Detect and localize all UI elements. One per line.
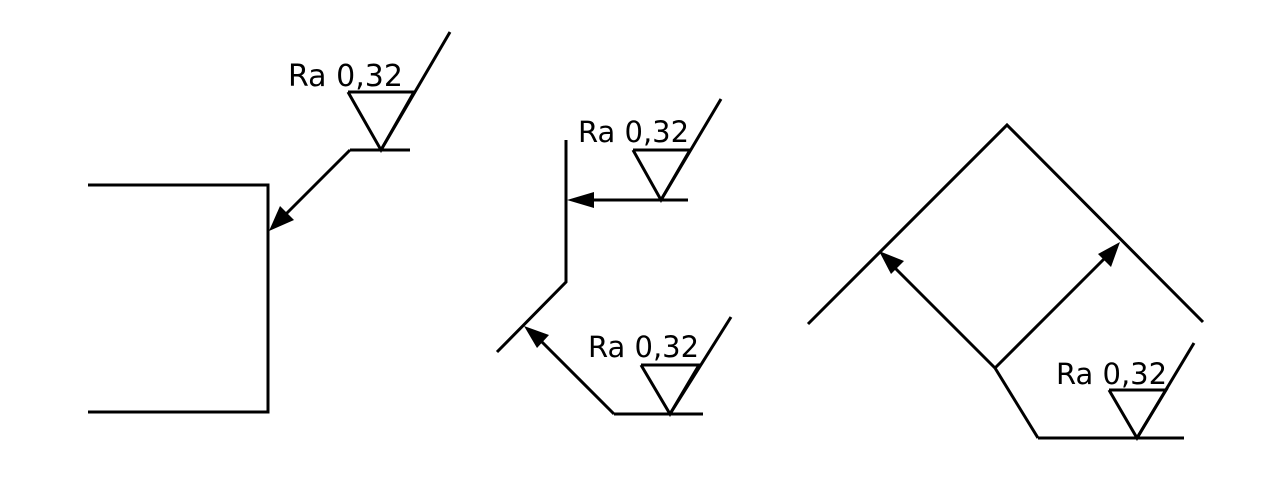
roughness-parameter: Ra [1056,357,1093,391]
leader-arrowhead-right [1098,242,1120,267]
leader-arrowhead [567,192,594,208]
figure-3: Ra 0,32 [806,122,1205,441]
roughness-parameter: Ra [588,330,625,364]
figure-1: Ra 0,32 [88,31,452,414]
leader-arrowhead-left [879,251,904,274]
leader-branch-left [891,264,997,370]
roughness-symbol-tail [379,31,452,151]
roughness-value: 0,32 [1103,357,1168,391]
roughness-label: Ra 0,32 [288,59,403,94]
part-outline [495,140,568,354]
roughness-symbol-tail [659,98,723,201]
roughness-value: 0,32 [336,59,403,94]
roughness-label: Ra 0,32 [578,115,689,149]
leader-arrowhead [269,206,294,231]
leader-arrowhead [524,326,549,348]
roughness-triangle-symbol [639,363,702,417]
roughness-parameter: Ra [578,115,615,149]
leader-line [283,148,352,217]
roughness-symbol-3: Ra 0,32 [879,242,1196,441]
roughness-triangle-symbol [631,148,693,204]
roughness-symbol-2b: Ra 0,32 [524,316,733,417]
part-outline [806,122,1205,326]
leader-line [993,367,1040,439]
figure-2: Ra 0,32 Ra 0,32 [495,98,733,417]
roughness-triangle-symbol [1107,388,1169,441]
roughness-value: 0,32 [635,330,700,364]
roughness-triangle-symbol [346,90,417,154]
roughness-parameter: Ra [288,59,327,94]
leader-branch-right [993,254,1109,370]
roughness-value: 0,32 [625,115,690,149]
roughness-symbol-tail [1135,342,1196,439]
roughness-symbol-1: Ra 0,32 [269,31,452,231]
leader-line [538,338,616,416]
part-outline [88,183,270,414]
roughness-label: Ra 0,32 [588,330,699,364]
roughness-label: Ra 0,32 [1056,357,1167,391]
roughness-symbol-tail [668,316,733,415]
roughness-symbol-2a: Ra 0,32 [567,98,723,208]
